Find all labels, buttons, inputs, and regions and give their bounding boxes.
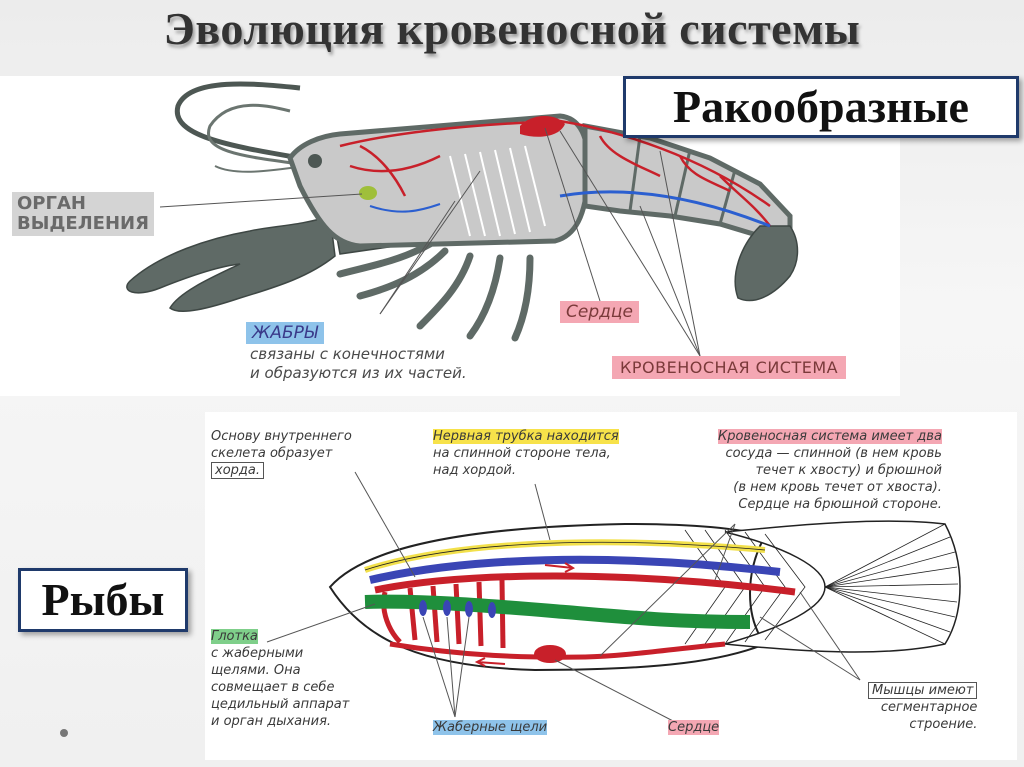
pointer-pharynx — [266, 603, 376, 643]
walking-legs — [336, 240, 534, 342]
slide-title: Эволюция кровеносной системы — [163, 3, 861, 54]
fish-illustration — [266, 471, 961, 723]
tail-rays — [824, 523, 959, 645]
muscle-note-line3: строение. — [909, 717, 978, 732]
muscle-note-line2: сегментарное — [880, 700, 978, 715]
organ-label-line1: ОРГАН — [17, 193, 86, 214]
gills — [449, 145, 546, 237]
pointer-muscle-1 — [799, 591, 861, 681]
pointer-heart — [544, 127, 601, 302]
circ-note-line2: сосуда — спинной (в нем кровь — [725, 446, 942, 461]
blue-vessel-2 — [369, 203, 441, 213]
crustacean-heading: Ракообразные — [623, 76, 1019, 138]
skeleton-note-line2: скелета образует — [211, 446, 333, 461]
flow-arrow-dorsal — [544, 562, 576, 573]
pointer-circ-a — [714, 523, 736, 581]
gill-slits-label-text: Жаберные щели — [433, 720, 548, 735]
crayfish-illustration — [126, 81, 799, 357]
flow-arrow-ventral — [474, 657, 506, 667]
skeleton-note: Основу внутреннего скелета образует хорд… — [211, 428, 352, 479]
fish-heading: Рыбы — [18, 568, 188, 632]
circ-note-line4: (в нем кровь течет от хвоста). — [733, 480, 942, 495]
muscle-note: Мышцы имеют сегментарное строение. — [868, 682, 978, 733]
bullet-dot — [60, 729, 68, 737]
pointer-nerve — [534, 483, 551, 541]
crayfish-heart-label: Сердце — [560, 301, 639, 323]
gills-note-line2: и образуются из их частей. — [250, 364, 467, 382]
gills-label: ЖАБРЫ — [246, 322, 324, 344]
antenna — [174, 81, 301, 161]
dorsal-vessel — [374, 572, 796, 596]
skeleton-note-line1: Основу внутреннего — [211, 429, 352, 444]
skeleton-note-line3: хорда. — [211, 462, 264, 479]
pharynx-note: Глотка с жаберными щелями. Она совмещает… — [211, 628, 349, 730]
abdomen-segment-lines — [628, 135, 737, 225]
gills-note-line1: связаны с конечностями — [250, 345, 445, 363]
pharynx-note-line1: Глотка — [211, 629, 258, 644]
circ-note-line3: течет к хвосту) и брюшной — [755, 463, 942, 478]
pharynx-note-line2: с жаберными — [211, 646, 304, 661]
pointer-slits-2 — [446, 616, 456, 718]
ventral-vessel — [389, 641, 726, 660]
notochord — [369, 555, 781, 584]
pointer-organ — [159, 193, 363, 208]
blue-vessel — [559, 190, 771, 228]
tail-fan — [734, 225, 799, 302]
pointer-gills-2 — [379, 200, 456, 315]
pharynx-note-line4: совмещает в себе — [211, 680, 335, 695]
eye — [308, 154, 322, 168]
nerve-note-line1: Нервная трубка находится — [433, 429, 619, 444]
nerve-note-line3: над хордой. — [433, 463, 517, 478]
gill-slits — [419, 600, 496, 618]
claw — [126, 214, 336, 312]
nerve-tube-outline — [364, 541, 766, 571]
pointer-circ-1 — [559, 130, 701, 357]
fish-heart-label: Сердце — [668, 719, 720, 736]
circulation-note: Кровеносная система имеет два сосуда — с… — [718, 428, 942, 513]
pharynx-note-line3: щелями. Она — [211, 663, 301, 678]
muscle-note-line1: Мышцы имеют — [868, 682, 978, 699]
heart — [520, 115, 565, 137]
pharynx-note-line6: и орган дыхания. — [211, 714, 332, 729]
pointer-slits-1 — [422, 616, 456, 718]
pointer-slits-3 — [454, 616, 470, 718]
organ-label-line2: ВЫДЕЛЕНИЯ — [17, 213, 149, 234]
pharynx-note-line5: цедильный аппарат — [211, 697, 350, 712]
pointer-circ-b — [599, 523, 736, 657]
circ-note-line1: Кровеносная система имеет два — [718, 429, 942, 444]
pointer-circ-3 — [659, 150, 701, 357]
nerve-note-line2: на спинной стороне тела, — [433, 446, 611, 461]
pointer-circ-2 — [639, 205, 701, 357]
pointer-fish-heart — [554, 659, 676, 723]
red-vessels — [339, 119, 771, 227]
antenna-2 — [207, 103, 301, 166]
gills-note: связаны с конечностями и образуются из и… — [250, 345, 467, 383]
organ-label: ОРГАН ВЫДЕЛЕНИЯ — [12, 192, 154, 236]
pointer-gills-1 — [379, 170, 481, 315]
circulatory-system-label: КРОВЕНОСНАЯ СИСТЕМА — [612, 356, 847, 379]
fish-heart — [534, 645, 566, 663]
excretory-organ — [359, 186, 377, 200]
fish-heart-label-text: Сердце — [668, 720, 720, 735]
circ-note-line5: Сердце на брюшной стороне. — [738, 497, 942, 512]
gill-slits-label: Жаберные щели — [433, 719, 548, 736]
pointer-notochord — [354, 471, 416, 578]
nerve-note: Нервная трубка находится на спинной стор… — [433, 428, 619, 479]
pointer-muscle-2 — [759, 616, 861, 681]
